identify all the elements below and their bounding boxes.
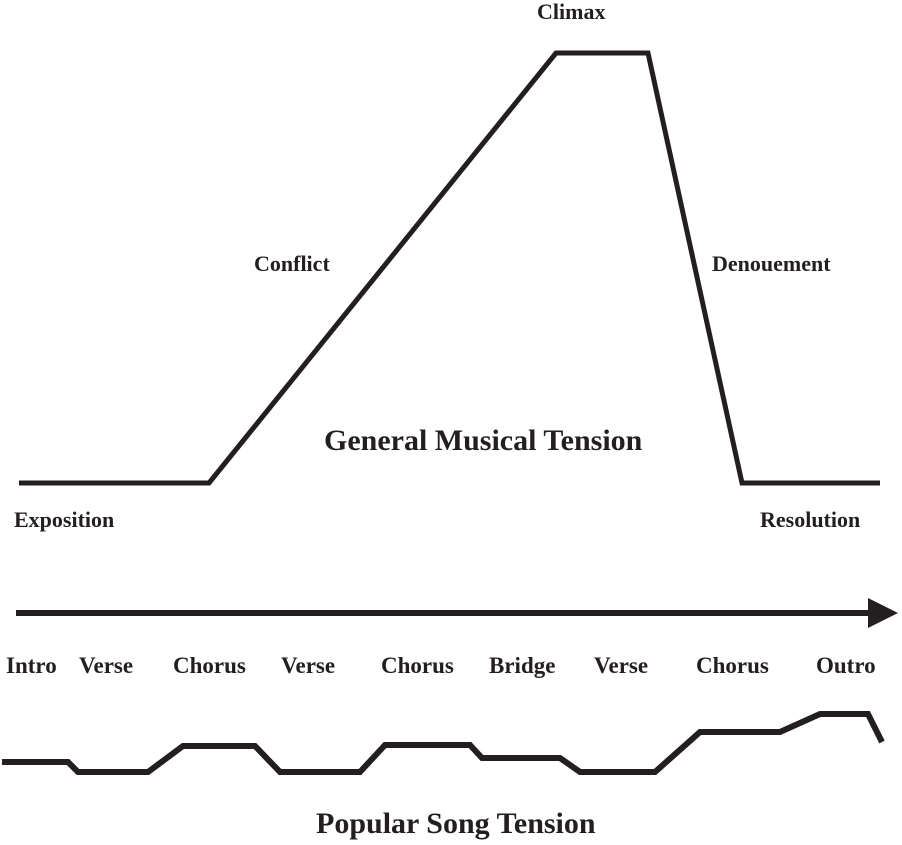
label-denouement: Denouement bbox=[712, 251, 831, 276]
song-section-verse-2: Verse bbox=[281, 653, 336, 678]
song-section-chorus-2: Chorus bbox=[381, 653, 454, 678]
song-section-chorus-3: Chorus bbox=[696, 653, 769, 678]
label-conflict: Conflict bbox=[254, 251, 330, 276]
song-tension-curve bbox=[2, 711, 885, 775]
time-arrow-head-icon bbox=[868, 598, 898, 628]
song-section-chorus-1: Chorus bbox=[173, 653, 246, 678]
song-tension-polyline bbox=[2, 711, 885, 775]
song-section-intro: Intro bbox=[6, 653, 57, 678]
song-section-verse-3: Verse bbox=[594, 653, 649, 678]
song-section-verse-1: Verse bbox=[79, 653, 134, 678]
general-tension-title: General Musical Tension bbox=[324, 424, 643, 457]
song-section-bridge: Bridge bbox=[489, 653, 556, 678]
song-tension-title: Popular Song Tension bbox=[316, 807, 596, 840]
label-climax: Climax bbox=[537, 0, 606, 24]
label-exposition: Exposition bbox=[14, 507, 115, 532]
time-arrow bbox=[16, 598, 898, 628]
song-section-outro: Outro bbox=[816, 653, 876, 678]
general-tension-curve bbox=[19, 50, 880, 486]
general-tension-polyline bbox=[19, 50, 880, 486]
label-resolution: Resolution bbox=[760, 507, 861, 532]
